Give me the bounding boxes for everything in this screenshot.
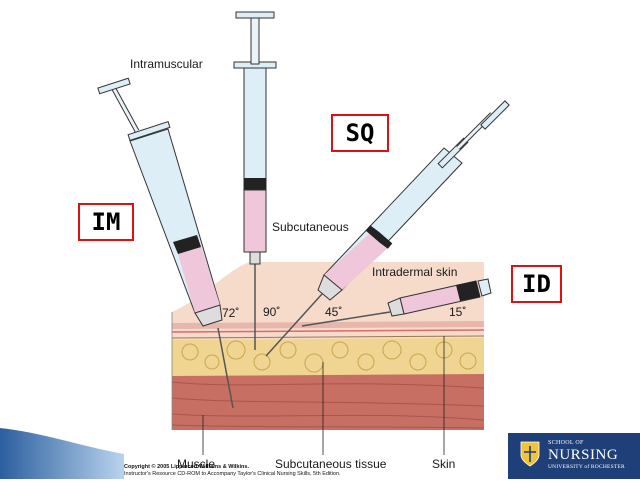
intradermal-skin-label: Intradermal skin bbox=[372, 265, 457, 279]
angle-72-label: 72˚ bbox=[222, 306, 239, 320]
logo-line-3: UNIVERSITY of ROCHESTER bbox=[548, 464, 625, 470]
copyright-line-2: Instructor's Resource CD-ROM to Accompan… bbox=[124, 471, 341, 478]
copyright-notice: Copyright © 2005 Lippincott Williams & W… bbox=[124, 464, 341, 477]
angle-90-label: 90˚ bbox=[263, 305, 280, 319]
sq-tag: SQ bbox=[331, 114, 389, 152]
school-of-nursing-logo: SCHOOL OF NURSING UNIVERSITY of ROCHESTE… bbox=[508, 433, 640, 479]
intramuscular-label: Intramuscular bbox=[130, 57, 203, 71]
corner-swoosh bbox=[0, 428, 124, 479]
im-tag: IM bbox=[78, 203, 134, 241]
angle-15-label: 15˚ bbox=[449, 305, 466, 319]
subcutaneous-label: Subcutaneous bbox=[272, 220, 349, 234]
muscle-layer bbox=[172, 372, 484, 430]
skin-label: Skin bbox=[432, 457, 455, 471]
logo-line-2: NURSING bbox=[548, 447, 618, 464]
angle-45-label: 45˚ bbox=[325, 305, 342, 319]
logo-line-1: SCHOOL OF bbox=[548, 440, 584, 446]
id-tag: ID bbox=[511, 265, 562, 303]
fat-layer bbox=[172, 336, 484, 376]
university-shield-icon bbox=[520, 441, 540, 467]
